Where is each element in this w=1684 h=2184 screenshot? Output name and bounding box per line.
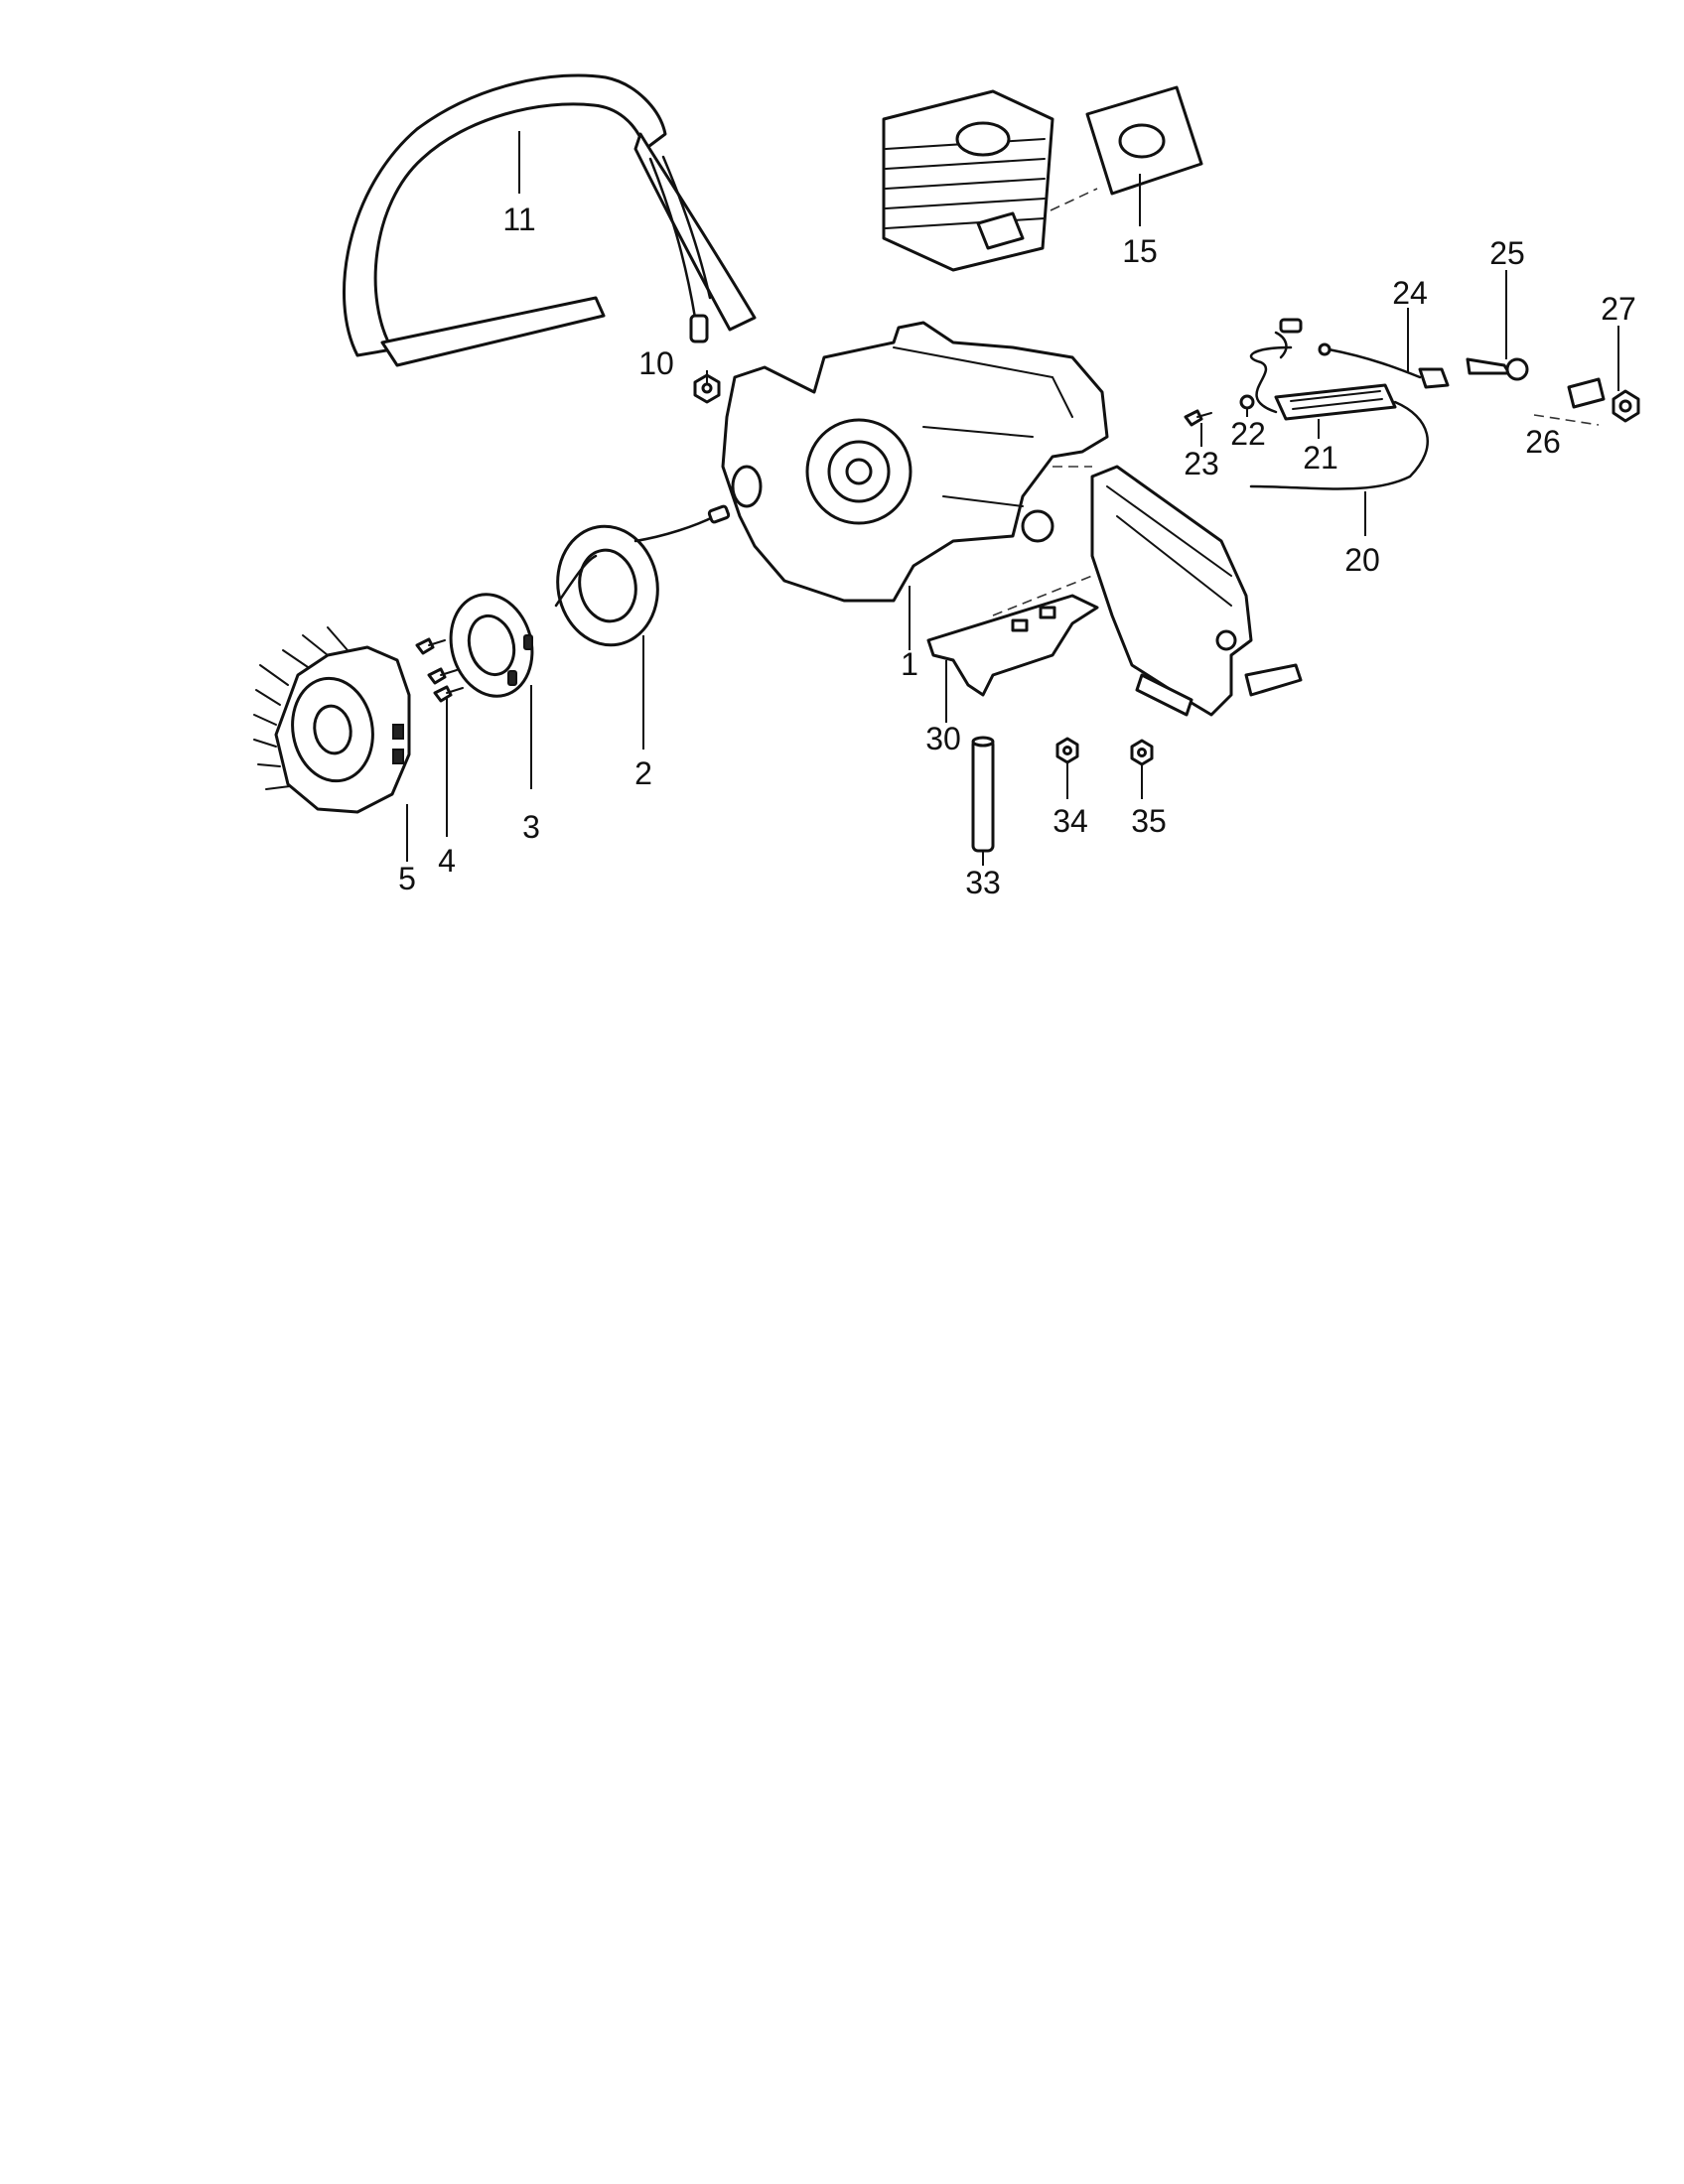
hex-nut-35 bbox=[1130, 739, 1154, 766]
screws-4 bbox=[415, 637, 464, 703]
crankcase bbox=[721, 321, 1109, 603]
intake-gasket bbox=[1085, 85, 1203, 196]
callout-1: 1 bbox=[901, 646, 918, 682]
callout-15: 15 bbox=[1122, 233, 1158, 269]
callout-10: 10 bbox=[638, 345, 674, 381]
switch-plate-21 bbox=[1274, 383, 1397, 421]
leader-lines bbox=[406, 131, 1619, 866]
switch-26 bbox=[1567, 377, 1606, 409]
flywheel bbox=[253, 626, 411, 814]
clutch-ring bbox=[449, 593, 534, 698]
callout-27: 27 bbox=[1601, 291, 1636, 327]
callout-23: 23 bbox=[1184, 446, 1219, 481]
callout-11: 11 bbox=[502, 202, 535, 237]
front-handle-bar bbox=[343, 73, 757, 367]
callout-34: 34 bbox=[1052, 803, 1088, 839]
callout-5: 5 bbox=[398, 861, 416, 896]
screw-23 bbox=[1184, 409, 1212, 427]
callout-35: 35 bbox=[1131, 803, 1167, 839]
callout-labels: 11 15 10 1 2 3 4 5 30 33 34 35 20 21 22 … bbox=[398, 202, 1636, 900]
callout-22: 22 bbox=[1230, 416, 1266, 452]
callout-4: 4 bbox=[438, 843, 456, 879]
callout-30: 30 bbox=[925, 721, 961, 756]
wire-harness-20 bbox=[1249, 318, 1429, 490]
mounting-bracket bbox=[926, 594, 1099, 697]
callout-33: 33 bbox=[965, 865, 1001, 900]
stop-wire-24 bbox=[1318, 342, 1450, 389]
callout-3: 3 bbox=[522, 809, 540, 845]
screw-22 bbox=[1239, 394, 1255, 410]
callout-25: 25 bbox=[1489, 235, 1525, 271]
callout-2: 2 bbox=[634, 755, 652, 791]
callout-20: 20 bbox=[1344, 542, 1380, 578]
callout-24: 24 bbox=[1392, 275, 1428, 311]
chain-brake-cover bbox=[1090, 465, 1303, 717]
contact-tab-25 bbox=[1466, 357, 1529, 381]
nut-27 bbox=[1612, 389, 1640, 423]
callout-21: 21 bbox=[1303, 440, 1338, 476]
guide-pin bbox=[971, 736, 995, 853]
hex-nut-34 bbox=[1055, 737, 1079, 764]
callout-26: 26 bbox=[1525, 424, 1561, 460]
cylinder bbox=[882, 89, 1054, 272]
ignition-coil bbox=[554, 504, 731, 647]
